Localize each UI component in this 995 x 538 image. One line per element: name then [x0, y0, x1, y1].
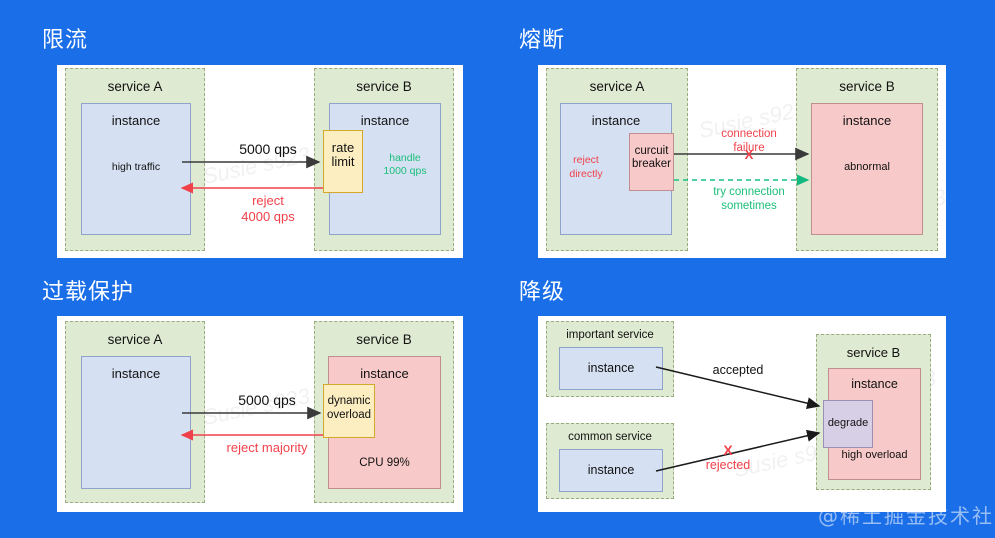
- service-b-label: service B: [846, 345, 901, 360]
- panel-title-degradation: 降级: [519, 280, 566, 305]
- rate-limit-gate: rate limit: [323, 130, 363, 193]
- service-a-instance-title: instance: [591, 113, 641, 128]
- service-b-instance-title: instance: [851, 377, 898, 391]
- rejected-label: rejected: [705, 458, 751, 472]
- service-b-container: service B instance CPU 99% dynamic overl…: [314, 321, 454, 503]
- circuit-breaker-line1: curcuit: [634, 145, 669, 157]
- dynamic-overload-line1: dynamic: [327, 395, 371, 407]
- service-b-label: service B: [839, 79, 895, 94]
- panel1-arrows: [180, 155, 323, 194]
- common-service-label: common service: [568, 431, 652, 443]
- service-a-high-traffic-note: high traffic: [111, 161, 161, 173]
- high-overload-note: high overload: [841, 449, 908, 461]
- panel4-arrows: [655, 366, 821, 472]
- reject-label-line2: 4000 qps: [241, 209, 295, 225]
- important-service-instance-title: instance: [587, 361, 635, 375]
- handle-note-line2: 1000 qps: [383, 165, 427, 178]
- cpu-usage-note: CPU 99%: [359, 457, 410, 469]
- degrade-gate: degrade: [823, 400, 873, 448]
- reject-label-line1: reject: [252, 193, 284, 208]
- panel3-arrows: [180, 406, 323, 441]
- service-a-instance: instance high traffic: [81, 103, 191, 235]
- service-a-instance-title: instance: [111, 366, 161, 381]
- common-service-container: common service instance: [546, 423, 674, 499]
- handle-note-line1: handle: [389, 152, 421, 164]
- service-b-label: service B: [356, 332, 412, 347]
- service-b-container: service B instance abnormal: [796, 68, 938, 251]
- common-service-instance: instance: [559, 449, 663, 492]
- important-service-container: important service instance: [546, 321, 674, 397]
- service-a-container: service A instance high traffic: [65, 68, 205, 251]
- circuit-breaker-box: curcuit breaker: [629, 133, 674, 191]
- panel-title-circuit-breaking: 熔断: [519, 28, 566, 53]
- connection-failure-x-icon: X: [744, 147, 754, 162]
- connection-failure-line2: failure: [733, 142, 765, 155]
- service-a-instance-title: instance: [111, 113, 161, 128]
- reject-directly-line2: directly: [569, 167, 603, 180]
- common-service-instance-title: instance: [587, 463, 635, 477]
- circuit-breaker-line2: breaker: [632, 158, 671, 171]
- request-qps-label: 5000 qps: [238, 392, 296, 408]
- service-b-container: service B instance handle 1000 qps rate …: [314, 68, 454, 251]
- service-a-label: service A: [107, 79, 163, 94]
- dynamic-overload-gate: dynamic overload: [323, 384, 375, 438]
- try-connection-line1: try connection: [713, 186, 785, 198]
- connection-failure-line1: connection: [721, 128, 777, 140]
- rejected-x-icon: X: [723, 442, 733, 458]
- service-b-instance-title: instance: [360, 366, 409, 381]
- panel-card-rate-limiting: Susie s923 service A instance high traff…: [57, 65, 463, 258]
- reject-majority-label: reject majority: [226, 440, 308, 455]
- accepted-label: accepted: [712, 363, 764, 377]
- service-a-container: service A instance: [65, 321, 205, 503]
- site-watermark: @稀土掘金技术社区: [818, 504, 995, 528]
- panel-card-degradation: Susie s923 Susie s923 important service …: [538, 316, 946, 512]
- important-service-instance: instance: [559, 347, 663, 390]
- panel2-arrows: [674, 147, 810, 186]
- request-qps-label: 5000 qps: [239, 141, 297, 157]
- service-b-abnormal-note: abnormal: [844, 161, 890, 173]
- panel-card-overload-protection: Susie s923 Susie s923 service A instance…: [57, 316, 463, 512]
- service-b-container: service B instance high overload degrade: [816, 334, 931, 490]
- panel-title-rate-limiting: 限流: [42, 28, 89, 53]
- service-a-instance: instance: [81, 356, 191, 489]
- panel-title-overload-protection: 过载保护: [42, 280, 135, 305]
- service-a-label: service A: [589, 79, 645, 94]
- service-b-label: service B: [356, 79, 412, 94]
- service-b-instance-title: instance: [360, 113, 410, 128]
- reject-directly-line1: reject: [573, 154, 599, 166]
- degrade-label: degrade: [827, 417, 869, 429]
- service-b-instance-title: instance: [842, 113, 892, 128]
- important-service-label: important service: [566, 329, 654, 341]
- service-a-container: service A instance reject directly curcu…: [546, 68, 688, 251]
- try-connection-line2: sometimes: [721, 200, 777, 213]
- rate-limit-line2: limit: [331, 154, 355, 170]
- panel-card-circuit-breaking: Susie s923 Susie s923 service A instance…: [538, 65, 948, 258]
- service-b-instance: instance abnormal: [811, 103, 923, 235]
- rate-limit-line1: rate: [331, 140, 355, 155]
- dynamic-overload-line2: overload: [326, 408, 372, 421]
- service-a-label: service A: [107, 332, 163, 347]
